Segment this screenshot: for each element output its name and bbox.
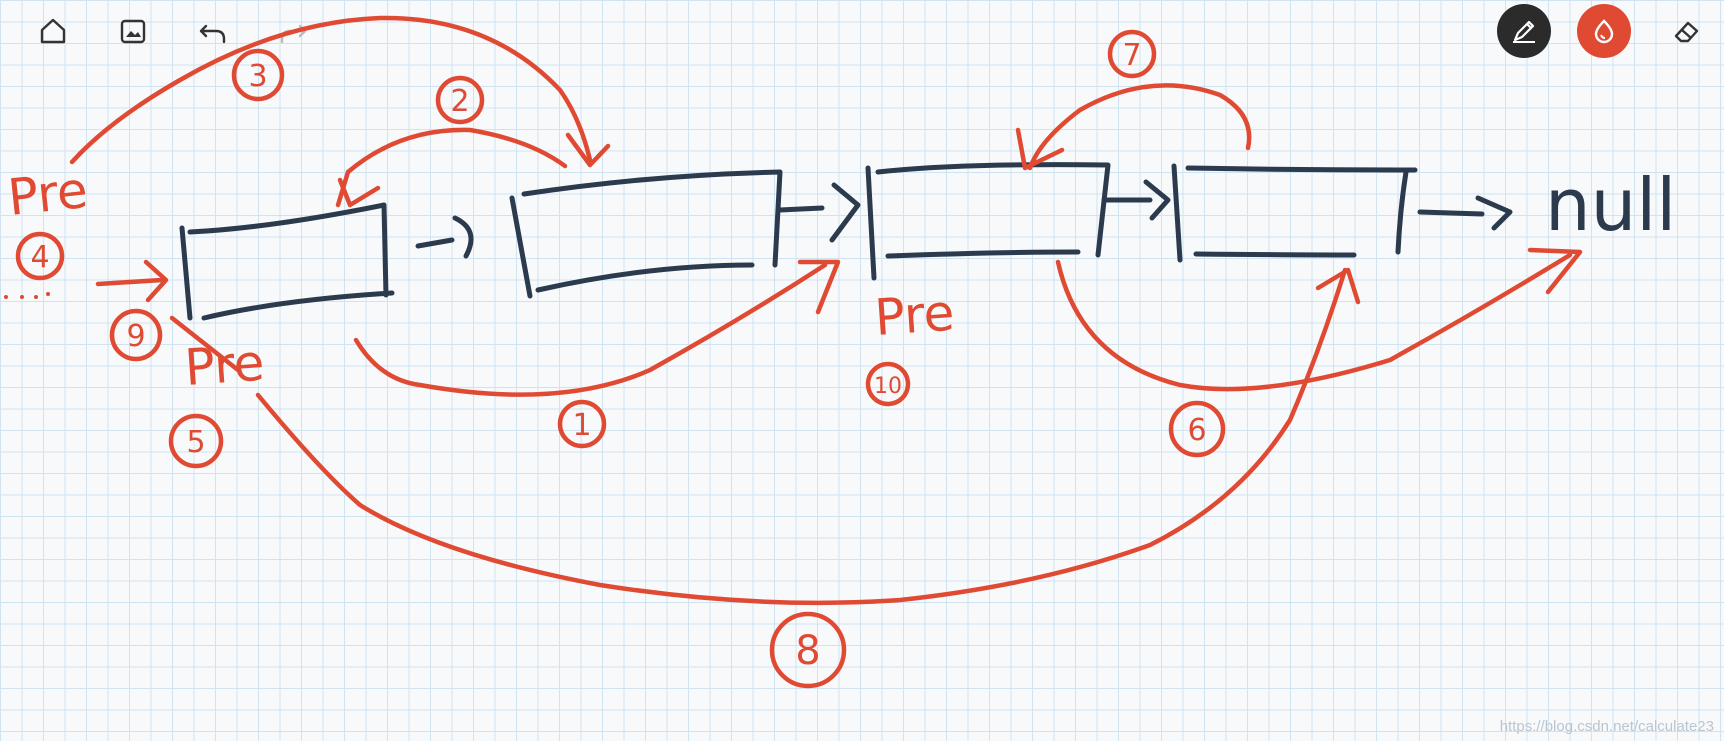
list-node-3 bbox=[865, 162, 1111, 281]
watermark: https://blog.csdn.net/calculate23 bbox=[1499, 718, 1714, 735]
next-arrow-2 bbox=[777, 182, 861, 243]
step-marker-7: 7 bbox=[1107, 29, 1157, 79]
step-marker-9: 9 bbox=[109, 308, 163, 362]
step-marker-3: 3 bbox=[231, 48, 285, 102]
svg-text:2: 2 bbox=[450, 84, 469, 119]
image-icon[interactable] bbox=[116, 14, 150, 48]
step-marker-1: 1 bbox=[557, 399, 607, 449]
svg-text:9: 9 bbox=[126, 319, 145, 354]
svg-text:1: 1 bbox=[572, 408, 591, 443]
ink-color-icon[interactable] bbox=[1577, 4, 1631, 58]
next-arrow-1 bbox=[415, 215, 474, 259]
pen-tool-icon[interactable] bbox=[1497, 4, 1551, 58]
arrow-step-7 bbox=[1015, 83, 1252, 171]
step-marker-5: 5 bbox=[168, 413, 224, 469]
step-marker-8: 8 bbox=[769, 611, 847, 689]
null-label: null bbox=[1545, 163, 1676, 247]
arrow-step-4-to-head bbox=[95, 259, 169, 303]
svg-text:8: 8 bbox=[795, 628, 820, 674]
undo-icon[interactable] bbox=[196, 14, 230, 48]
pre-label-a: Pre bbox=[5, 161, 90, 227]
arrow-step-1 bbox=[353, 259, 841, 397]
svg-text:3: 3 bbox=[248, 59, 267, 94]
eraser-icon[interactable] bbox=[1670, 14, 1704, 48]
step-marker-2: 2 bbox=[435, 75, 485, 125]
arrow-step-3 bbox=[69, 15, 611, 168]
svg-text:7: 7 bbox=[1122, 38, 1141, 73]
dotted-lead bbox=[4, 292, 50, 299]
list-node-1 bbox=[179, 202, 395, 321]
svg-text:4: 4 bbox=[30, 240, 49, 275]
next-arrow-3 bbox=[1101, 179, 1171, 221]
pre-label-b: Pre bbox=[183, 334, 266, 397]
home-icon[interactable] bbox=[36, 14, 70, 48]
arrow-step-8 bbox=[255, 267, 1361, 606]
arrow-step-2 bbox=[335, 127, 568, 208]
svg-text:10: 10 bbox=[874, 374, 902, 399]
next-arrow-to-null bbox=[1417, 195, 1513, 231]
list-node-4 bbox=[1171, 163, 1418, 263]
arrow-step-9 bbox=[169, 315, 241, 373]
arrow-step-6 bbox=[1055, 247, 1583, 392]
list-node-2 bbox=[509, 169, 783, 299]
svg-text:5: 5 bbox=[186, 425, 205, 460]
step-marker-6: 6 bbox=[1168, 400, 1226, 458]
step-marker-4: 4 bbox=[15, 231, 65, 281]
svg-text:6: 6 bbox=[1187, 413, 1206, 448]
step-marker-10: 10 bbox=[865, 361, 911, 407]
pre-label-c: Pre bbox=[873, 284, 956, 347]
